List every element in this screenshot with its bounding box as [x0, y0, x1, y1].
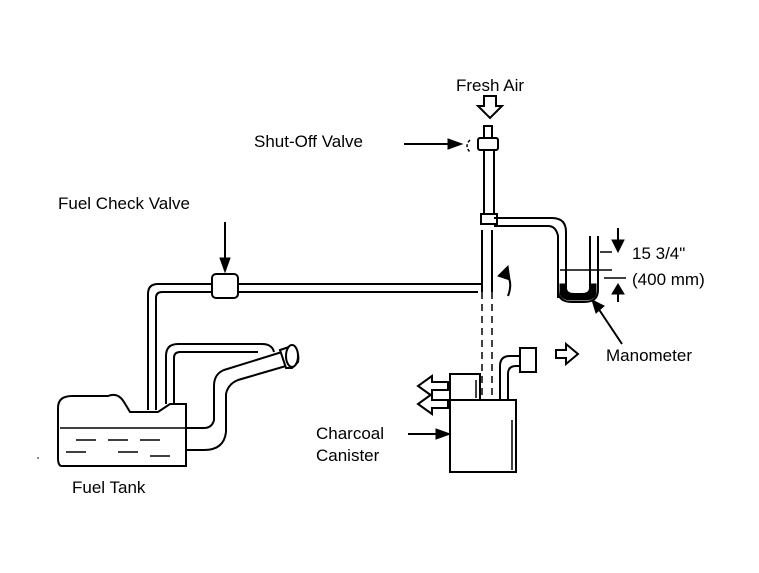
speck — [37, 457, 39, 459]
height-label: 15 3/4" — [632, 244, 686, 263]
fuel-tank-label: Fuel Tank — [72, 478, 146, 497]
manometer — [557, 236, 612, 303]
riser-tube — [480, 148, 498, 400]
height-dimension-arrows — [604, 228, 626, 302]
shut-off-valve-label: Shut-Off Valve — [254, 132, 363, 151]
tank-to-check-valve-line — [147, 283, 212, 410]
shut-off-valve-leader — [404, 138, 464, 150]
tank-vent-pipe — [165, 343, 275, 404]
rotation-arrow — [497, 264, 512, 297]
check-valve-to-canister-line — [238, 283, 482, 293]
shut-off-valve — [466, 125, 499, 153]
fuel-check-valve — [211, 273, 239, 299]
charcoal-canister — [449, 347, 537, 473]
canister-label: Canister — [316, 446, 380, 465]
charcoal-label: Charcoal — [316, 424, 385, 443]
height-mm-label: (400 mm) — [632, 270, 705, 289]
filler-neck — [186, 344, 300, 451]
fuel-check-valve-label: Fuel Check Valve — [58, 194, 190, 213]
manometer-leader — [591, 299, 623, 345]
fuel-tank — [57, 393, 187, 467]
fresh-air-arrow — [475, 95, 505, 120]
manometer-label: Manometer — [606, 346, 692, 365]
fresh-air-label: Fresh Air — [456, 76, 525, 95]
charcoal-canister-leader — [408, 428, 452, 440]
fuel-check-valve-leader — [219, 222, 231, 274]
manometer-branch — [494, 217, 567, 298]
canister-outlet-arrows — [416, 341, 580, 416]
